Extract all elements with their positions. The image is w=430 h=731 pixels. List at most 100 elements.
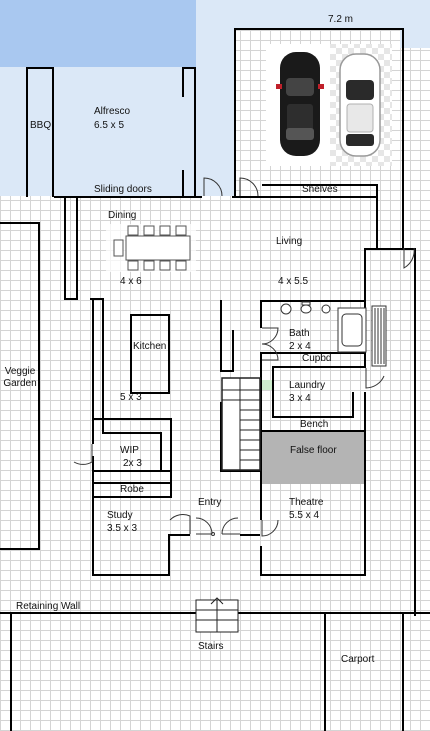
bench-label: Bench — [300, 419, 329, 430]
garage-yard-top — [234, 0, 430, 28]
wall — [402, 614, 404, 731]
staircase-icon — [221, 377, 261, 471]
kitchen-counter — [168, 314, 170, 394]
retaining-wall-label: Retaining Wall — [16, 601, 81, 612]
wall — [54, 196, 202, 198]
wall — [324, 614, 326, 731]
wip-label: WIP — [120, 445, 139, 456]
wall — [168, 534, 170, 576]
stairs-label: Stairs — [198, 641, 224, 652]
wall — [262, 430, 366, 432]
wall — [220, 402, 222, 472]
white-car-icon — [339, 53, 381, 157]
wall — [260, 354, 262, 378]
wall — [26, 67, 28, 197]
laundry-label: Laundry — [289, 380, 326, 391]
wall — [92, 482, 172, 484]
wall — [376, 184, 378, 248]
wall — [260, 574, 366, 576]
bath-label: Bath — [289, 328, 310, 339]
wall — [272, 416, 354, 418]
kitchen-counter — [130, 392, 170, 394]
dining-size-label: 4 x 6 — [120, 276, 142, 287]
kitchen-size-label: 5 x 3 — [120, 392, 142, 403]
wall — [102, 432, 162, 434]
kitchen-label: Kitchen — [133, 341, 167, 352]
shower-rack-icon — [371, 305, 387, 367]
wall — [260, 546, 262, 576]
wall — [26, 67, 54, 69]
wall — [260, 300, 262, 328]
wall — [182, 170, 184, 196]
wall — [366, 248, 404, 250]
kitchen-counter — [130, 314, 170, 316]
wall — [194, 67, 196, 197]
veggie-garden-label-line1: Veggie — [4, 366, 36, 377]
wall — [0, 222, 40, 224]
cupbd-label: Cupbd — [302, 353, 332, 364]
outside-stairs-icon — [195, 597, 239, 633]
wall — [160, 432, 162, 470]
bbq-label: BBQ — [30, 120, 52, 131]
wall — [232, 196, 378, 198]
wall — [92, 496, 172, 498]
false-floor-area — [262, 430, 365, 484]
wall — [38, 222, 40, 550]
wall — [182, 67, 184, 97]
wall — [182, 67, 196, 69]
wall — [76, 196, 78, 300]
robe-label: Robe — [120, 484, 144, 495]
wall — [260, 376, 262, 520]
pool-area — [0, 0, 196, 67]
garage-yard-right — [400, 28, 430, 48]
black-car-icon — [276, 52, 324, 156]
wall — [220, 370, 234, 372]
alfresco-size-label: 6.5 x 5 — [94, 120, 125, 131]
veggie-garden-label-line2: Garden — [3, 378, 37, 389]
toilet-icon — [300, 301, 312, 314]
wall — [64, 298, 78, 300]
wall — [220, 300, 222, 370]
wall — [414, 248, 416, 616]
entry-label: Entry — [198, 497, 222, 508]
wall — [0, 548, 40, 550]
carport-label: Carport — [341, 654, 375, 665]
study-label: Study — [107, 510, 133, 521]
door-swing-icon — [73, 177, 415, 537]
wall — [260, 300, 366, 302]
wall — [234, 28, 236, 198]
wall — [220, 470, 262, 472]
dining-label: Dining — [108, 210, 137, 221]
kitchen-counter — [130, 314, 132, 394]
wall — [272, 366, 366, 368]
wall — [272, 366, 274, 418]
wall — [262, 184, 378, 186]
wall — [92, 574, 170, 576]
wall — [352, 392, 354, 418]
wall — [52, 67, 54, 197]
wall — [92, 470, 172, 472]
garage-yard-area — [196, 0, 234, 196]
wall — [402, 28, 404, 248]
wall — [64, 196, 66, 300]
bath-size-label: 2 x 4 — [289, 341, 311, 352]
wall — [232, 330, 234, 372]
wall — [364, 392, 366, 576]
wall — [92, 298, 94, 444]
basin-icon — [280, 303, 331, 315]
bathtub-icon — [337, 307, 367, 353]
dining-table-icon — [106, 224, 196, 272]
wall — [92, 456, 94, 576]
wall — [102, 298, 104, 432]
false-floor-label: False floor — [290, 445, 337, 456]
dimension-label: 7.2 m — [328, 14, 354, 25]
sliding-doors-label: Sliding doors — [94, 184, 152, 195]
theatre-label: Theatre — [289, 497, 324, 508]
wall — [260, 352, 366, 354]
wall — [240, 534, 260, 536]
theatre-size-label: 5.5 x 4 — [289, 510, 320, 521]
wall — [10, 614, 12, 731]
wall — [168, 534, 190, 536]
alfresco-label: Alfresco — [94, 106, 131, 117]
